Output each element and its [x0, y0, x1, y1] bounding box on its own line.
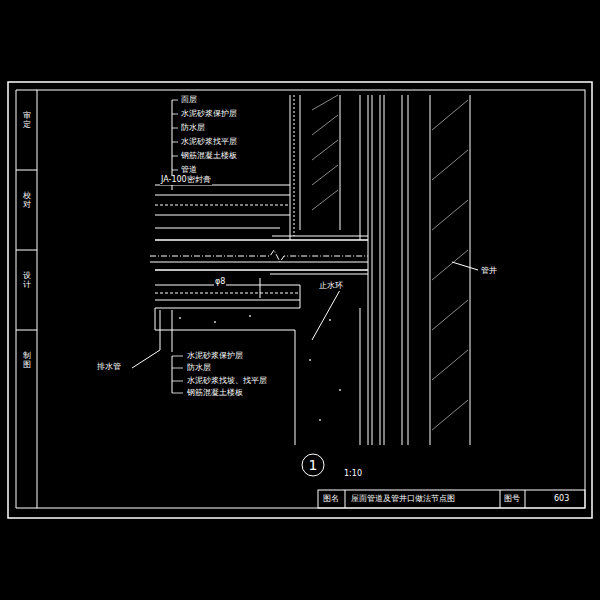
callout-label: 钢筋混凝土楼板	[186, 389, 244, 398]
callout-label: 水泥砂浆保护层	[180, 110, 238, 119]
detail-number: 1	[301, 457, 325, 473]
callout-label: 1:10	[343, 470, 363, 479]
callout-label: 603	[553, 495, 570, 504]
callout-label: 图名	[322, 495, 340, 504]
callout-label: 管道	[180, 166, 198, 175]
callout-label: JA-100密封膏	[160, 176, 212, 185]
signoff-label: 审定	[22, 112, 32, 130]
signoff-label: 制图	[22, 352, 32, 370]
callout-label: 管井	[480, 267, 498, 276]
callout-label: 止水环	[318, 282, 344, 291]
callout-label: 水泥砂浆找平层	[180, 138, 238, 147]
callout-label: φ8	[214, 278, 226, 287]
signoff-label: 校对	[22, 192, 32, 210]
callout-label: 防水层	[186, 364, 212, 373]
signoff-label: 设计	[22, 272, 32, 290]
callout-label: 钢筋混凝土楼板	[180, 152, 238, 161]
drawing-title: 屋面管道及管井口做法节点图	[350, 495, 456, 504]
callout-label: 面层	[180, 96, 198, 105]
callout-label: 防水层	[180, 124, 206, 133]
callout-label: 水泥砂浆找坡、找平层	[186, 377, 268, 386]
callout-label: 排水管	[96, 363, 122, 372]
callout-label: 水泥砂浆保护层	[186, 352, 244, 361]
callout-label: 图号	[503, 495, 521, 504]
detail-circle: 1	[301, 453, 325, 477]
